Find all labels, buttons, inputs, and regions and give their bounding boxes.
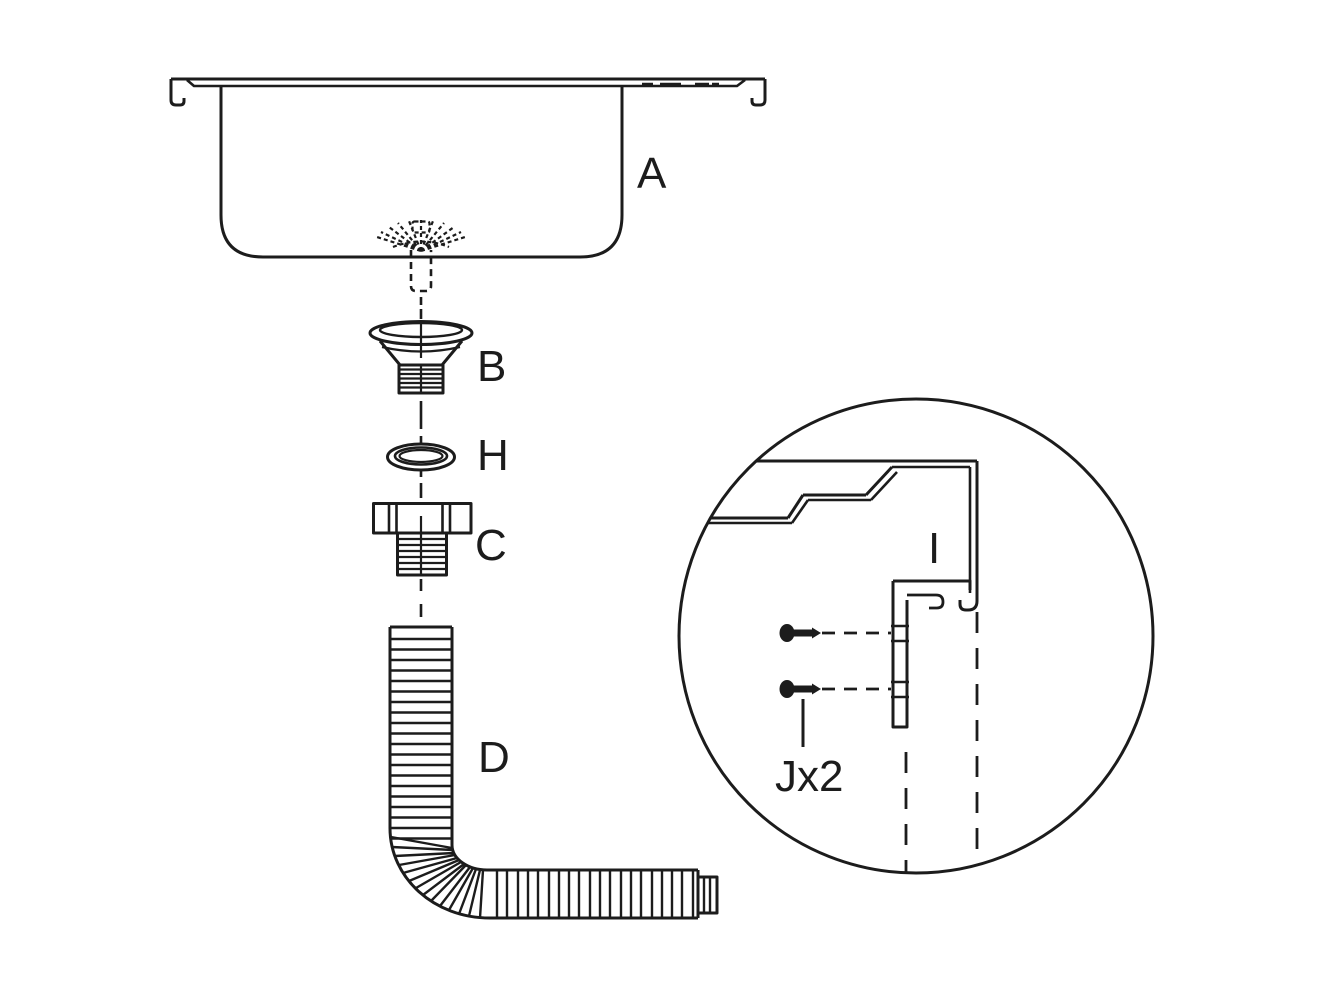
drain-tube-hidden	[409, 250, 433, 293]
lock-nut-drawing: C	[372, 502, 507, 577]
clip-top-edge	[893, 579, 972, 590]
hose-end-connector-ribs	[702, 877, 712, 913]
screw-shaft-icon	[791, 685, 812, 693]
screw-insertion-dashes	[822, 631, 891, 691]
inset-contents: I Jx2	[690, 459, 979, 872]
sink-left-mount-hook	[169, 79, 186, 107]
locknut-flange-slots	[387, 504, 452, 533]
sink-rim-inner-line	[186, 78, 746, 88]
clip-screw-hole-ticks	[891, 624, 909, 699]
label-strainer: B	[477, 342, 506, 391]
screw-tip-icon	[812, 627, 821, 639]
sink-basin-drawing: A	[169, 77, 767, 293]
clip-leg	[891, 581, 909, 729]
locknut-thread-body	[396, 531, 448, 577]
strainer-funnel-sides	[378, 340, 464, 366]
label-washer: H	[477, 431, 509, 480]
washer-inner-ring	[398, 448, 444, 464]
screw-icon-lower	[779, 680, 821, 698]
label-clip-detail: I	[928, 524, 940, 573]
mounting-clip-drawing	[891, 579, 972, 729]
deck-step-diagonal-lower	[786, 494, 805, 519]
hose-horizontal-ribs	[495, 870, 695, 918]
label-locknut: C	[475, 521, 507, 570]
sealing-washer-drawing: H	[386, 431, 509, 480]
sink-edge-outer-vertical-hook	[958, 461, 979, 612]
strainer-knob-hidden	[411, 220, 431, 234]
screw-head-icon	[779, 680, 795, 698]
sink-bowl-outline	[219, 86, 624, 259]
screw-shaft-icon	[791, 629, 812, 637]
strainer-starburst-rays	[376, 220, 466, 253]
inset-circle	[677, 397, 1155, 875]
drain-opening-hidden-lines	[376, 220, 466, 293]
strainer-basket-drawing: B	[368, 320, 506, 395]
screw-tip-icon	[812, 683, 821, 695]
deck-step-diagonal-upper-inner	[870, 471, 898, 501]
drain-hose-drawing: D	[388, 625, 719, 920]
deck-step-diagonal-upper	[864, 465, 894, 497]
mounting-detail-inset: I Jx2	[677, 397, 1155, 875]
label-screws: Jx2	[775, 752, 843, 801]
hose-inner-edge	[450, 627, 698, 872]
hose-vertical-ribs	[390, 637, 452, 840]
hose-end-connector	[696, 875, 719, 915]
deck-step-diagonal-lower-inner	[790, 499, 810, 524]
label-sink-basin: A	[637, 149, 667, 198]
hose-bend-fan-ribs	[390, 835, 485, 919]
clip-hook-curl	[907, 593, 945, 610]
strainer-starburst-arc	[392, 240, 450, 249]
label-hose: D	[478, 733, 510, 782]
washer-middle-ring	[393, 446, 449, 466]
screw-icon-upper	[779, 624, 821, 642]
screw-head-icon	[779, 624, 795, 642]
sink-right-mount-hook	[750, 79, 767, 107]
washer-outer-ring	[386, 442, 456, 472]
